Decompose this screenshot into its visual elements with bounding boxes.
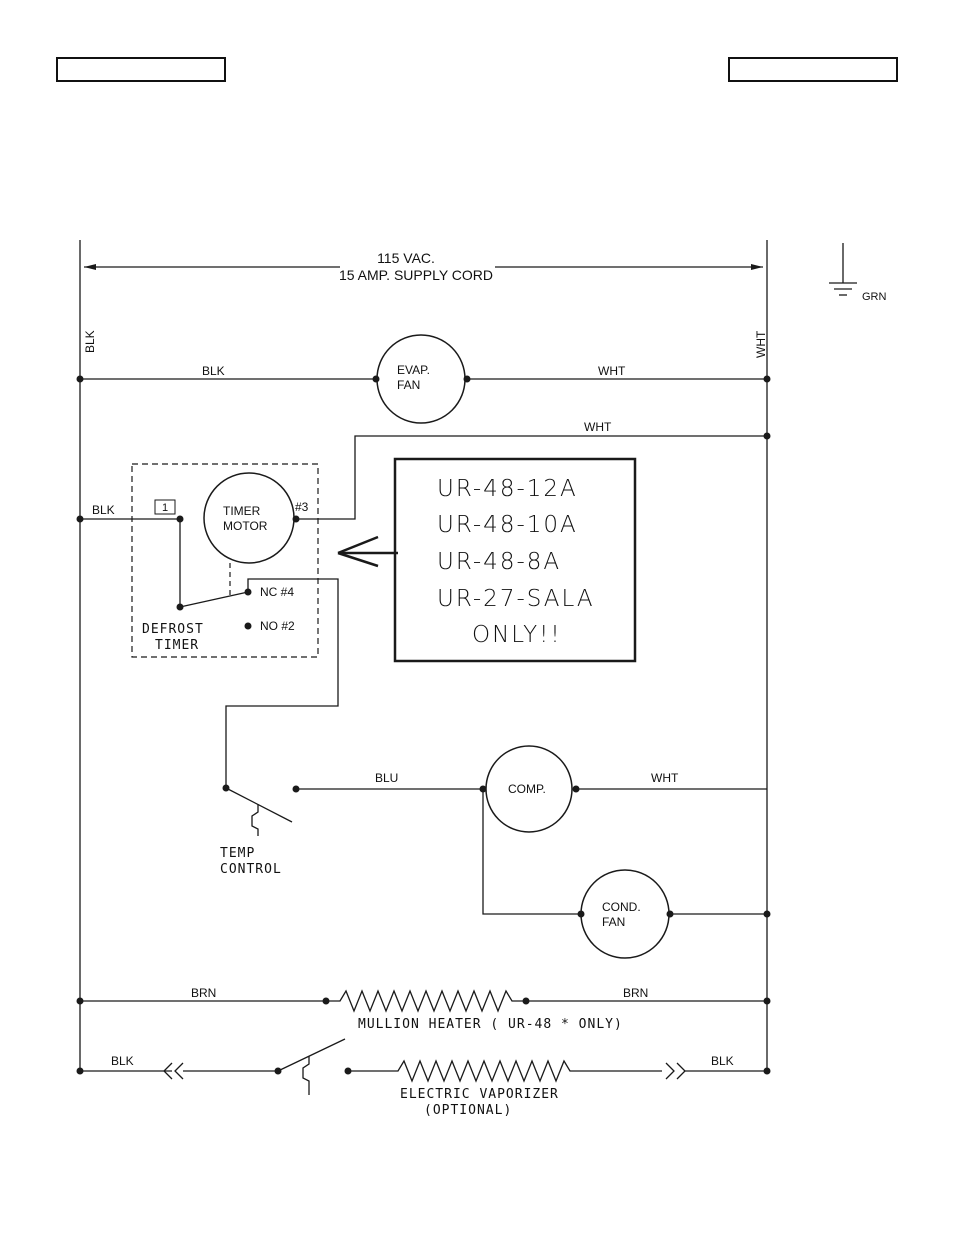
vaporizer-label-2: (OPTIONAL) bbox=[424, 1103, 512, 1118]
vaporizer-heater-resistor bbox=[348, 1061, 662, 1081]
terminal-1-label: 1 bbox=[162, 502, 168, 514]
vaporizer-switch-actuator-icon bbox=[303, 1056, 309, 1095]
node-dot bbox=[77, 1068, 84, 1075]
terminal-3-label: #3 bbox=[295, 500, 309, 514]
temp-control-label-1: TEMP bbox=[220, 846, 255, 861]
mullion-heater-left-wire-label: BRN bbox=[191, 986, 216, 1000]
node-dot bbox=[764, 911, 771, 918]
model-4: UR-27-SALA bbox=[437, 586, 595, 612]
evap-fan-right-wire-label: WHT bbox=[598, 364, 626, 378]
node-dot bbox=[77, 998, 84, 1005]
cond-fan-label-1: COND. bbox=[602, 900, 641, 914]
nc-terminal-label: NC #4 bbox=[260, 585, 294, 599]
defrost-timer-label-2: TIMER bbox=[155, 638, 199, 653]
vaporizer-label-1: ELECTRIC VAPORIZER bbox=[400, 1087, 559, 1102]
node-dot bbox=[764, 433, 771, 440]
model-2: UR-48-10A bbox=[437, 512, 578, 538]
mullion-heater-right-wire-label: BRN bbox=[623, 986, 648, 1000]
evap-fan-motor bbox=[377, 335, 465, 423]
pointer-arrow-icon bbox=[338, 537, 398, 566]
timer-motor-label-2: MOTOR bbox=[223, 519, 268, 533]
ground-label: GRN bbox=[862, 291, 887, 303]
timer-wht-wire-label: WHT bbox=[584, 420, 612, 434]
node-dot bbox=[764, 1068, 771, 1075]
temp-control-label-2: CONTROL bbox=[220, 862, 282, 877]
condenser-fan bbox=[581, 870, 669, 958]
node-dot bbox=[523, 998, 530, 1005]
temp-control-actuator-icon bbox=[252, 804, 258, 836]
model-3: UR-48-8A bbox=[437, 549, 561, 575]
evap-fan-label-2: FAN bbox=[397, 378, 420, 392]
ground-icon bbox=[829, 243, 857, 295]
vaporizer-left-wire-label: BLK bbox=[111, 1054, 134, 1068]
compressor-label: COMP. bbox=[508, 782, 546, 796]
timer-blk-wire-label: BLK bbox=[92, 503, 115, 517]
evap-fan-label-1: EVAP. bbox=[397, 363, 430, 377]
evap-fan-left-wire-label: BLK bbox=[202, 364, 225, 378]
no-terminal-label: NO #2 bbox=[260, 619, 295, 633]
node-dot bbox=[177, 604, 184, 611]
node-dot bbox=[77, 516, 84, 523]
node-dot bbox=[293, 516, 300, 523]
node-dot bbox=[667, 911, 674, 918]
node-dot bbox=[464, 376, 471, 383]
node-dot bbox=[373, 376, 380, 383]
vaporizer-switch-blade bbox=[278, 1039, 345, 1071]
no-terminal bbox=[245, 623, 252, 630]
right-rail-label: WHT bbox=[754, 330, 768, 358]
cond-fan-label-2: FAN bbox=[602, 915, 625, 929]
node-dot bbox=[323, 998, 330, 1005]
compressor-blu-wire-label: BLU bbox=[375, 771, 398, 785]
timer-motor bbox=[204, 473, 294, 563]
mullion-heater-resistor bbox=[326, 991, 526, 1011]
timer-motor-label-1: TIMER bbox=[223, 504, 261, 518]
supply-voltage-label: 115 VAC. bbox=[377, 250, 435, 266]
left-rail-label: BLK bbox=[83, 330, 97, 353]
node-dot bbox=[77, 376, 84, 383]
supply-cord-label: 15 AMP. SUPPLY CORD bbox=[339, 267, 493, 283]
defrost-timer-label-1: DEFROST bbox=[142, 622, 204, 637]
node-dot bbox=[764, 376, 771, 383]
nc-to-temp-control-wire bbox=[226, 579, 338, 788]
model-1: UR-48-12A bbox=[437, 476, 578, 502]
vaporizer-right-wire-label: BLK bbox=[711, 1054, 734, 1068]
node-dot bbox=[578, 911, 585, 918]
node-dot bbox=[764, 998, 771, 1005]
node-dot bbox=[573, 786, 580, 793]
connector-right-icon bbox=[666, 1063, 685, 1079]
mullion-heater-label: MULLION HEATER ( UR-48 * ONLY) bbox=[358, 1017, 623, 1032]
models-only-note: ONLY!! bbox=[472, 622, 562, 648]
timer-switch-arm bbox=[180, 592, 248, 607]
temp-control-blade bbox=[226, 788, 292, 822]
compressor-wht-wire-label: WHT bbox=[651, 771, 679, 785]
